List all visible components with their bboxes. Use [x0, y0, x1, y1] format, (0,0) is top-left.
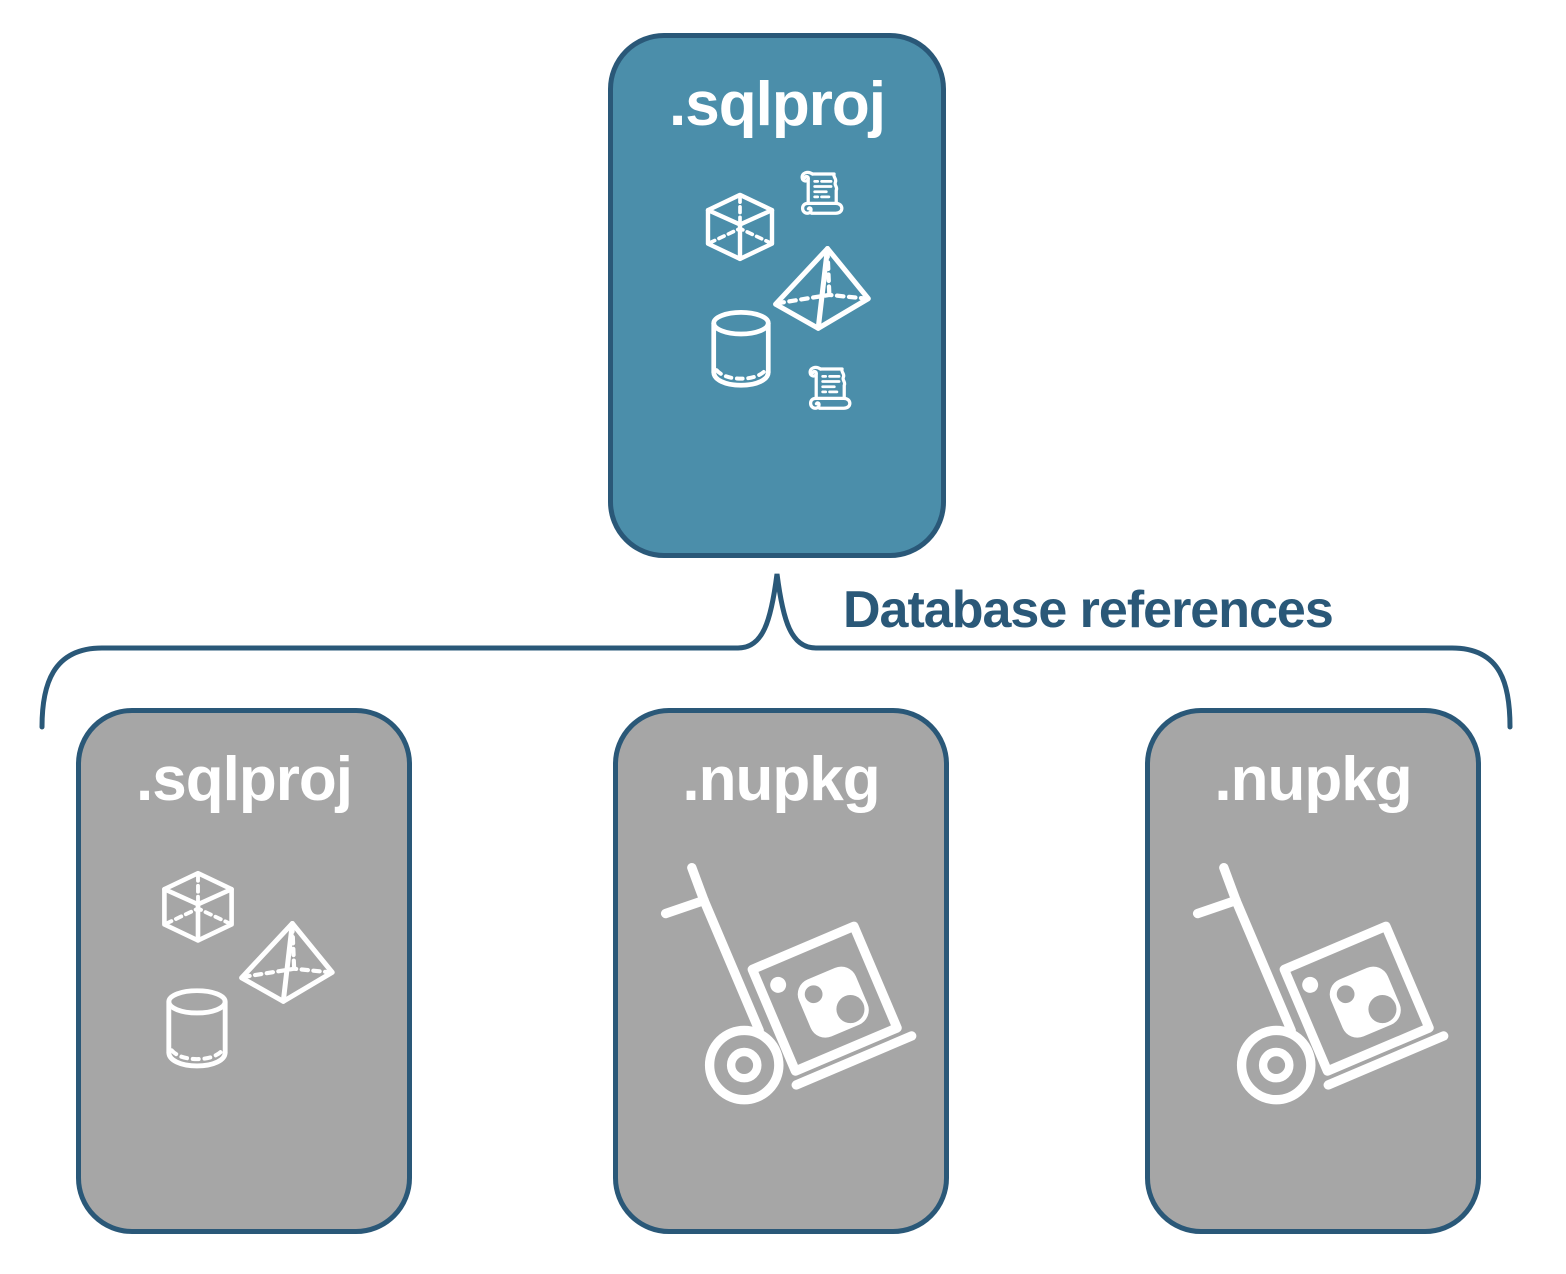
- nupkg-child-node-2: .nupkg: [1145, 708, 1481, 1234]
- child-node-label: .sqlproj: [136, 745, 353, 814]
- nuget-hand-truck-icon: [660, 860, 922, 1113]
- pyramid-icon: [236, 918, 336, 1005]
- sqlproj-child-node: .sqlproj: [76, 708, 412, 1234]
- child-node-label: .nupkg: [1214, 745, 1412, 814]
- connector-label: Database references: [843, 581, 1334, 639]
- pyramid-icon: [770, 243, 872, 332]
- cube-icon: [700, 190, 780, 267]
- sqlproj-root-node: .sqlproj: [608, 33, 946, 558]
- cube-icon: [156, 868, 240, 949]
- cylinder-icon: [708, 310, 774, 389]
- child-node-label: .nupkg: [682, 745, 880, 814]
- nuget-hand-truck-icon: [1192, 860, 1454, 1113]
- cylinder-icon: [163, 988, 231, 1070]
- nupkg-child-node-1: .nupkg: [613, 708, 949, 1234]
- script-scroll-icon: [795, 168, 849, 218]
- script-scroll-icon: [803, 363, 857, 413]
- root-node-label: .sqlproj: [669, 70, 886, 139]
